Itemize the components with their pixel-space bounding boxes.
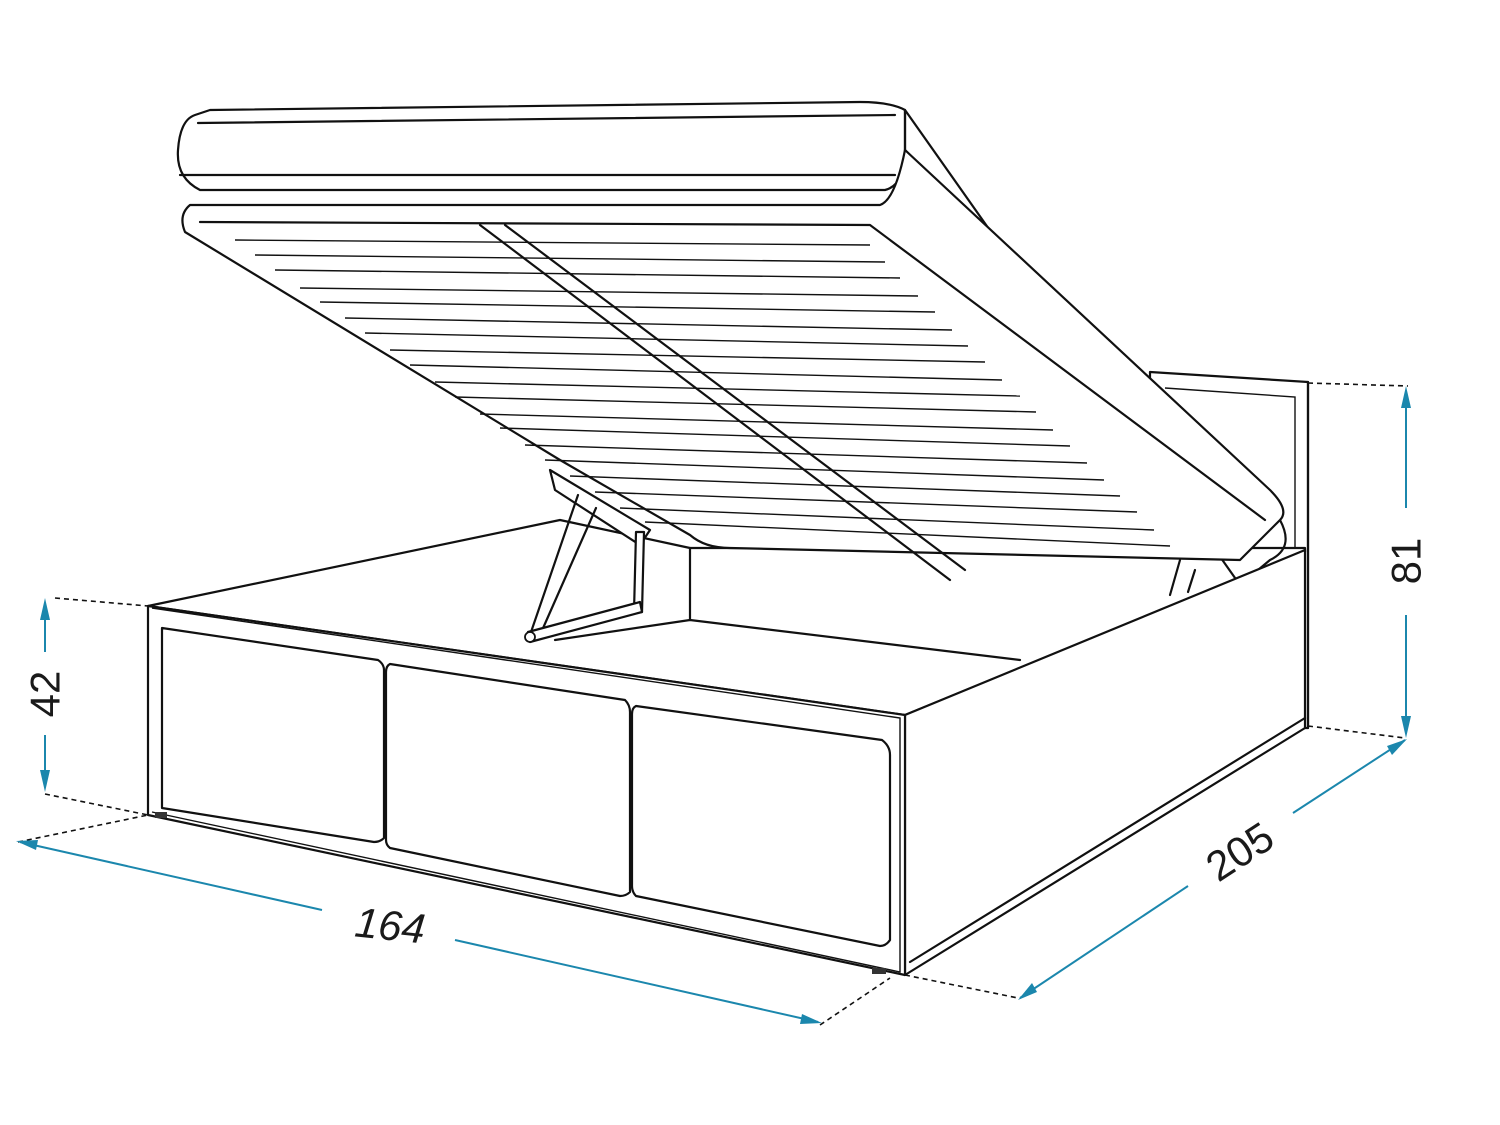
dimension-length <box>904 739 1407 1000</box>
gas-lift-mechanism <box>524 468 1197 644</box>
dimension-width <box>16 814 891 1026</box>
dimension-label-width: 164 <box>352 898 428 953</box>
dimension-frame-height <box>40 597 149 816</box>
dimension-total-height <box>1307 382 1411 739</box>
lifted-base <box>176 100 1287 587</box>
dimension-label-frame-height: 42 <box>21 670 69 718</box>
dimension-label-total-height: 81 <box>1382 537 1430 585</box>
